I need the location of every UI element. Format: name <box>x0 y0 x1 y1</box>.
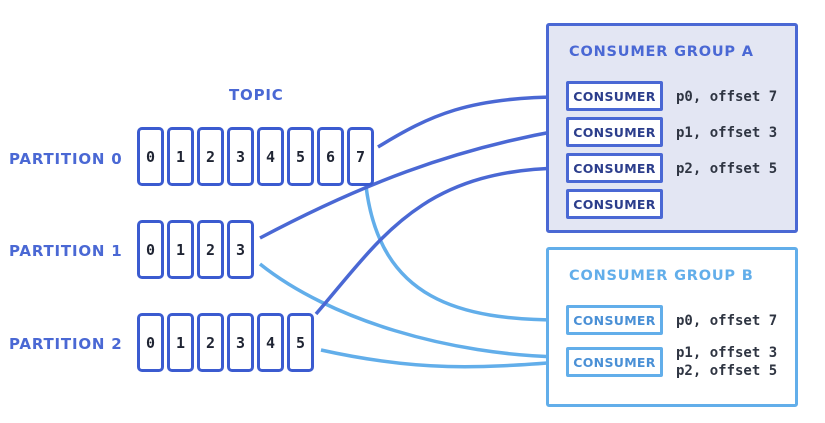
arrow-p2-to-group-b-consumer-2 <box>320 348 566 372</box>
group-a-consumer-3: CONSUMER <box>566 153 663 183</box>
consumer-group-b-title: CONSUMER GROUP B <box>569 268 754 284</box>
arrow-p2-to-group-a-consumer-3 <box>314 159 566 316</box>
topic-label: TOPIC <box>229 86 284 104</box>
partition-1-offset-cell: 1 <box>167 220 194 279</box>
group-a-consumer-2-offset: p1, offset 3 <box>676 125 778 141</box>
consumer-group-b <box>546 247 798 407</box>
partition-2-label: PARTITION 2 <box>9 335 123 353</box>
partition-2-offset-cell: 4 <box>257 313 284 372</box>
arrow-p1-to-group-b-consumer-2 <box>258 262 566 366</box>
partition-2-offset-cell: 5 <box>287 313 314 372</box>
partition-0-label: PARTITION 0 <box>9 150 123 168</box>
partition-2-offset-cell: 2 <box>197 313 224 372</box>
partition-1-label: PARTITION 1 <box>9 242 123 260</box>
arrow-p0-to-group-b-consumer-1 <box>364 185 566 329</box>
partition-0-offset-cell: 2 <box>197 127 224 186</box>
partition-0-offset-cell: 6 <box>317 127 344 186</box>
partition-0-offset-cell: 3 <box>227 127 254 186</box>
partition-0-log: 0 1 2 3 4 5 6 7 <box>137 127 377 186</box>
partition-1-offset-cell: 3 <box>227 220 254 279</box>
group-a-consumer-2: CONSUMER <box>566 117 663 147</box>
partition-0-offset-cell: 4 <box>257 127 284 186</box>
group-b-consumer-2: CONSUMER <box>566 347 663 377</box>
group-b-consumer-1: CONSUMER <box>566 305 663 335</box>
partition-1-log: 0 1 2 3 <box>137 220 257 279</box>
partition-1-offset-cell: 0 <box>137 220 164 279</box>
partition-0-offset-cell: 7 <box>347 127 374 186</box>
partition-0-offset-cell: 5 <box>287 127 314 186</box>
partition-0-offset-cell: 1 <box>167 127 194 186</box>
group-a-consumer-4: CONSUMER <box>566 189 663 219</box>
partition-2-offset-cell: 1 <box>167 313 194 372</box>
partition-2-log: 0 1 2 3 4 5 <box>137 313 317 372</box>
group-a-consumer-1-offset: p0, offset 7 <box>676 89 778 105</box>
group-b-consumer-2-offset-line-1: p1, offset 3 <box>676 345 778 361</box>
partition-2-offset-cell: 3 <box>227 313 254 372</box>
partition-0-offset-cell: 0 <box>137 127 164 186</box>
arrow-p1-to-group-a-consumer-2 <box>259 123 566 240</box>
group-b-consumer-2-offset-line-2: p2, offset 5 <box>676 363 778 379</box>
group-a-consumer-1: CONSUMER <box>566 81 663 111</box>
group-b-consumer-1-offset: p0, offset 7 <box>676 313 778 329</box>
group-a-consumer-3-offset: p2, offset 5 <box>676 161 778 177</box>
partition-2-offset-cell: 0 <box>137 313 164 372</box>
partition-1-offset-cell: 2 <box>197 220 224 279</box>
arrow-p0-to-group-a-consumer-1 <box>377 88 566 149</box>
consumer-group-a-title: CONSUMER GROUP A <box>569 44 754 60</box>
